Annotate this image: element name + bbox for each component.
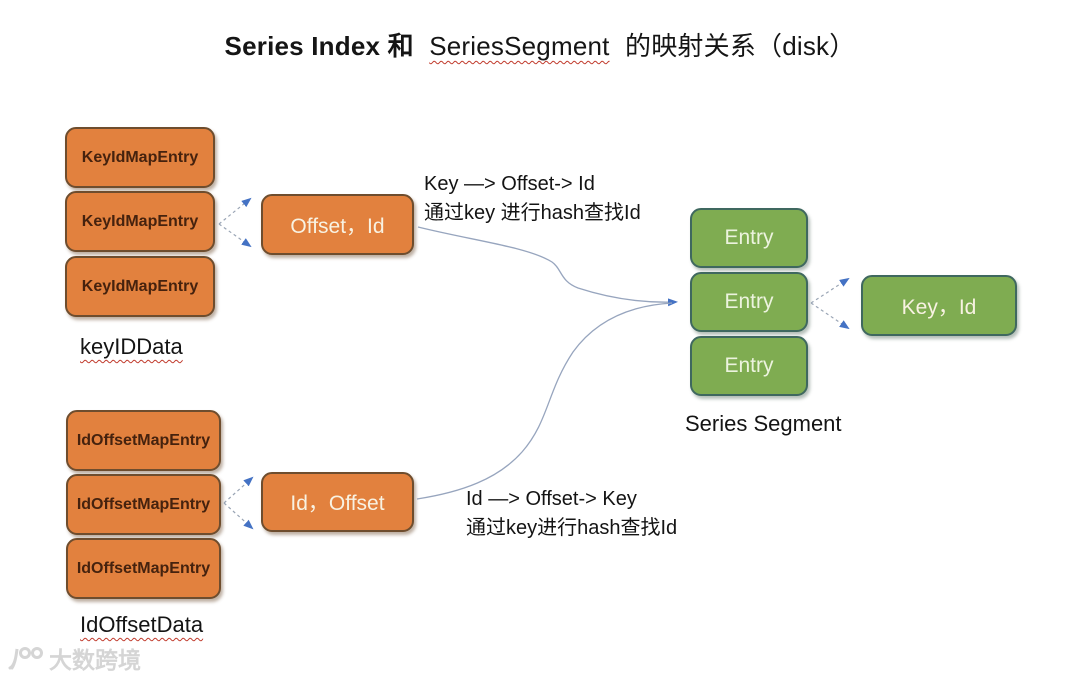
top-annotation: Key —> Offset-> Id 通过key 进行hash查找Id [424, 170, 641, 228]
watermark: 大数跨境 [6, 641, 141, 675]
dotted-arrow-entry-top [810, 277, 850, 304]
offset-id-box: Offset，Id [261, 194, 414, 255]
key-id-map-entry-box-1: KeyIdMapEntry [65, 127, 215, 188]
key-id-map-entry-label: KeyIdMapEntry [81, 148, 199, 166]
key-id-map-entry-box-2: KeyIdMapEntry [65, 191, 215, 252]
key-id-map-entry-box-3: KeyIdMapEntry [65, 256, 215, 317]
entry-label: Entry [724, 226, 774, 249]
title-bold-part: Series Index 和 [224, 31, 414, 61]
curved-connector-top [417, 226, 678, 307]
dotted-arrow-entry-bottom [810, 302, 850, 330]
id-offset-data-label: IdOffsetData [80, 612, 204, 637]
title-rest-part: 的映射关系（disk） [625, 31, 856, 61]
offset-id-label: Offset，Id [290, 214, 385, 238]
id-offset-map-entry-label: IdOffsetMapEntry [76, 431, 211, 449]
id-offset-map-entry-label: IdOffsetMapEntry [76, 495, 211, 513]
top-annotation-line2: 通过key 进行hash查找Id [424, 202, 641, 224]
curved-connector-bottom [416, 302, 673, 500]
id-offset-map-entry-box-1: IdOffsetMapEntry [66, 410, 221, 471]
id-offset-map-entry-label: IdOffsetMapEntry [76, 559, 211, 577]
dotted-arrow-keyid-bottom [218, 223, 252, 248]
bottom-annotation-line2: 通过key进行hash查找Id [466, 517, 678, 539]
watermark-text: 大数跨境 [49, 647, 141, 673]
key-id-pair-label: Key，Id [901, 295, 977, 319]
key-id-map-entry-label: KeyIdMapEntry [81, 277, 199, 295]
top-annotation-line1: Key —> Offset-> Id [424, 173, 595, 195]
entry-label: Entry [724, 354, 774, 377]
dotted-arrow-idoffset-bottom [223, 502, 254, 530]
key-id-map-entry-label: KeyIdMapEntry [81, 212, 199, 230]
dotted-arrow-keyid-top [218, 197, 252, 225]
id-offset-map-entry-box-3: IdOffsetMapEntry [66, 538, 221, 599]
entry-box-2: Entry [690, 272, 808, 332]
key-id-data-label: keyIDData [80, 334, 183, 359]
title-spellcheck-word: SeriesSegment [429, 31, 610, 61]
entry-box-3: Entry [690, 336, 808, 396]
key-id-pair-box: Key，Id [861, 275, 1017, 336]
brand-logo-icon [8, 647, 43, 670]
dotted-arrow-idoffset-top [223, 476, 254, 504]
entry-box-1: Entry [690, 208, 808, 268]
series-segment-label: Series Segment [685, 411, 842, 436]
id-offset-box: Id，Offset [261, 472, 414, 532]
bottom-annotation-line1: Id —> Offset-> Key [466, 488, 637, 510]
id-offset-map-entry-box-2: IdOffsetMapEntry [66, 474, 221, 535]
bottom-annotation: Id —> Offset-> Key 通过key进行hash查找Id [466, 485, 677, 543]
id-offset-label: Id，Offset [290, 492, 385, 515]
entry-label: Entry [724, 290, 774, 313]
diagram-title: Series Index 和 SeriesSegment 的映射关系（disk） [0, 26, 1080, 63]
